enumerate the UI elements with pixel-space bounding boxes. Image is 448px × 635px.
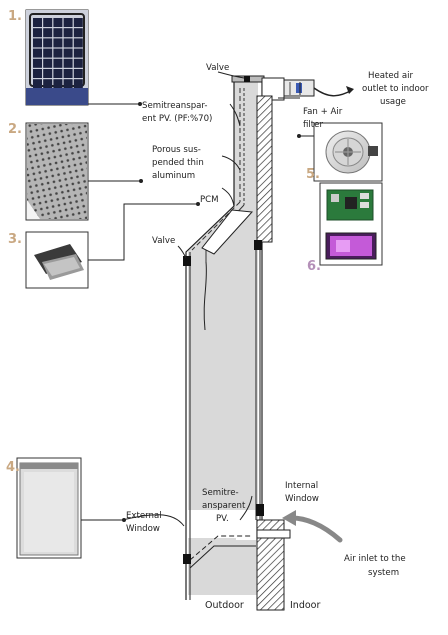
pv-cell bbox=[53, 79, 63, 89]
pv-cell bbox=[33, 58, 42, 68]
photo-electronics bbox=[319, 182, 383, 266]
pv-cell bbox=[43, 69, 53, 78]
pv-cell bbox=[33, 38, 42, 48]
valve-lower-left bbox=[183, 554, 191, 564]
label-valve-mid: Valve bbox=[152, 236, 175, 246]
pv-cell bbox=[63, 38, 73, 48]
pv-cell bbox=[43, 79, 53, 89]
label-internal-window: Internal Window bbox=[285, 481, 321, 504]
pv-cell bbox=[33, 28, 42, 38]
pv-cell bbox=[33, 48, 42, 58]
inner-wall-upper bbox=[256, 95, 273, 243]
pv-cell bbox=[33, 18, 42, 27]
pv-cell bbox=[43, 28, 53, 38]
photo-external-window bbox=[16, 457, 82, 559]
label-valve-top: Valve bbox=[206, 63, 229, 73]
photo-fan bbox=[313, 122, 383, 182]
pv-cell bbox=[73, 79, 83, 89]
photo-semitransparent-pv bbox=[25, 9, 89, 106]
pv-cell bbox=[73, 58, 83, 68]
pv-panel-lower bbox=[189, 535, 256, 569]
label-number-5: 5. bbox=[306, 167, 320, 182]
air-inlet-arrow bbox=[282, 510, 343, 543]
pv-cell bbox=[43, 58, 53, 68]
valve-top bbox=[244, 76, 250, 82]
pv-cell bbox=[33, 79, 42, 89]
pv-cell bbox=[43, 48, 53, 58]
leader-lines bbox=[81, 71, 314, 527]
valve-mid-right bbox=[254, 240, 262, 250]
pv-cell bbox=[43, 18, 53, 27]
label-air-inlet: Air inlet to the system bbox=[344, 554, 408, 578]
inner-wall-base bbox=[256, 529, 291, 539]
pv-cell bbox=[53, 58, 63, 68]
label-pcm: PCM bbox=[200, 195, 219, 205]
valve-wire bbox=[203, 261, 207, 331]
valve-lower-right bbox=[256, 504, 264, 516]
pv-cell bbox=[63, 79, 73, 89]
pv-cell bbox=[43, 38, 53, 48]
label-number-4: 4. bbox=[6, 460, 20, 475]
external-glazing bbox=[185, 252, 191, 600]
pv-cell bbox=[53, 28, 63, 38]
pv-cell bbox=[63, 28, 73, 38]
label-number-3: 3. bbox=[8, 232, 22, 247]
pv-cell bbox=[63, 69, 73, 78]
internal-glazing bbox=[255, 242, 261, 520]
label-indoor: Indoor bbox=[290, 600, 320, 611]
pv-cell bbox=[33, 69, 42, 78]
pv-cell bbox=[63, 18, 73, 27]
label-semi-pv-bottom: Semitre- ansparent PV. bbox=[202, 488, 248, 524]
valve-mid-left bbox=[183, 256, 191, 266]
pv-cell bbox=[63, 58, 73, 68]
leader-dots bbox=[122, 102, 301, 522]
label-outdoor: Outdoor bbox=[205, 600, 244, 611]
label-heated-air: Heated air outlet to indoor usage bbox=[362, 71, 431, 107]
pv-cell bbox=[73, 69, 83, 78]
pcm-layer bbox=[201, 209, 254, 255]
label-external-window: External Window bbox=[126, 511, 164, 534]
pv-cell bbox=[73, 38, 83, 48]
pv-cell bbox=[73, 48, 83, 58]
pv-cell bbox=[73, 18, 83, 27]
label-number-2: 2. bbox=[8, 122, 22, 137]
pv-cell bbox=[63, 48, 73, 58]
pv-cell bbox=[53, 48, 63, 58]
label-number-6: 6. bbox=[307, 259, 321, 274]
pv-cell bbox=[73, 28, 83, 38]
label-porous-aluminum: Porous sus- pended thin aluminum bbox=[152, 145, 207, 181]
pv-cell bbox=[53, 38, 63, 48]
photo-pcm bbox=[25, 231, 89, 289]
label-fan-filter: Fan + Air filter bbox=[303, 107, 345, 130]
label-number-1: 1. bbox=[8, 9, 22, 24]
label-semi-pv-top: Semitreanspar- ent PV. (PF:%70) bbox=[142, 101, 212, 124]
photo-perforated-aluminum bbox=[25, 122, 89, 221]
pv-cell-grid bbox=[33, 18, 83, 89]
pv-cell bbox=[53, 69, 63, 78]
heated-air-arrow bbox=[313, 86, 354, 97]
pv-cell bbox=[53, 18, 63, 27]
